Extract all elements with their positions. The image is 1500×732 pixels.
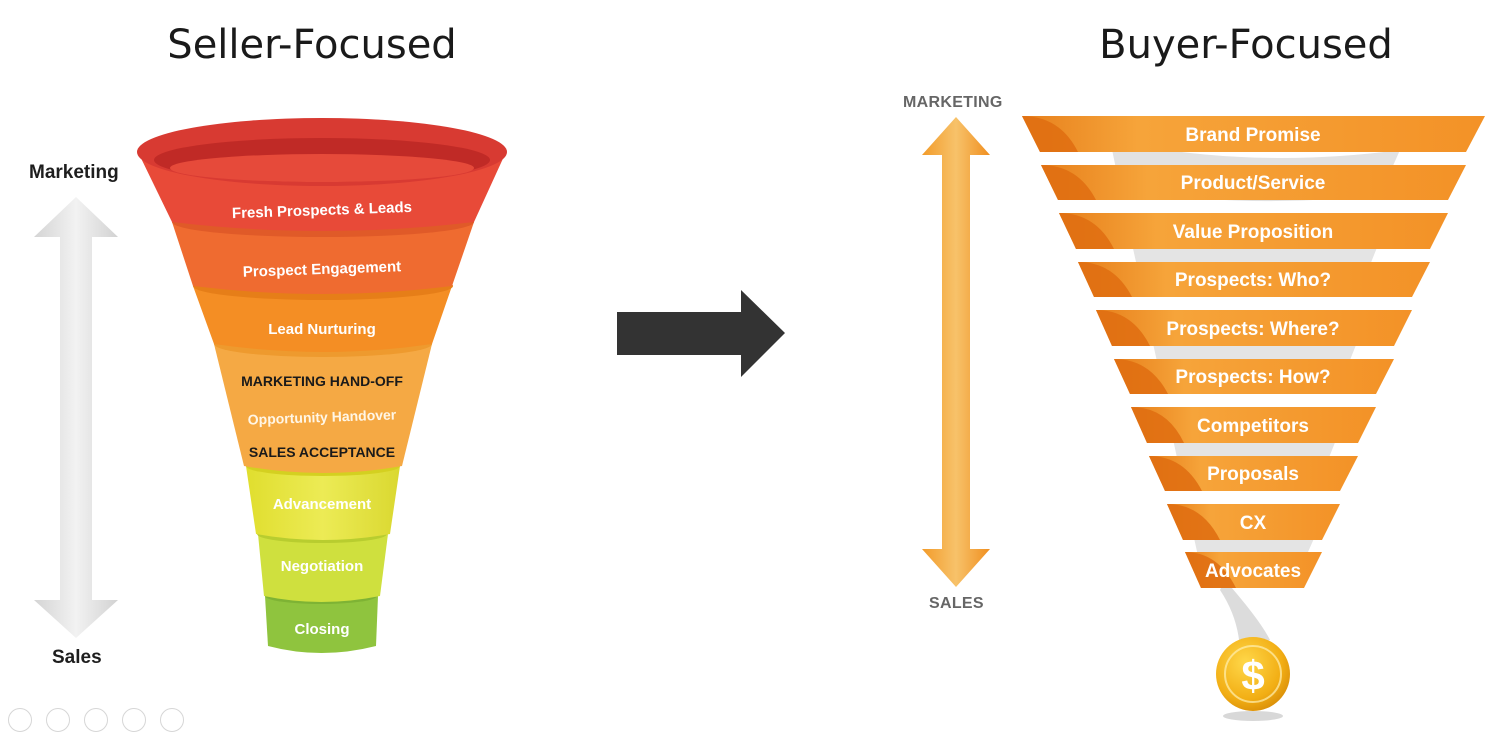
buyer-step-band — [1078, 262, 1430, 297]
dollar-coin-icon — [1216, 637, 1290, 711]
toolbar-circle-icon[interactable] — [122, 708, 146, 732]
buyer-focused-title: Buyer-Focused — [1099, 22, 1393, 68]
buyer-step-label: Competitors — [1197, 416, 1309, 437]
buyer-step-band — [1131, 407, 1376, 443]
buyer-funnel: Brand Promise Product/Service Value Prop… — [1022, 116, 1485, 721]
buyer-step-label: Prospects: Where? — [1166, 319, 1339, 340]
buyer-step-band — [1022, 116, 1485, 152]
funnel-stage-handoff — [214, 344, 432, 473]
seller-axis-top-label: Marketing — [29, 162, 119, 183]
buyer-step-label: Brand Promise — [1185, 125, 1320, 146]
seller-stage-label: Opportunity Handover — [247, 406, 397, 427]
right-arrow-icon — [617, 290, 785, 377]
seller-stage-label: Negotiation — [281, 558, 364, 575]
buyer-step-band — [1114, 359, 1394, 394]
buyer-step-label: Prospects: How? — [1175, 367, 1330, 388]
buyer-step-label: Advocates — [1205, 561, 1301, 582]
seller-stage-label: MARKETING HAND-OFF — [241, 373, 403, 389]
seller-stage-label: SALES ACCEPTANCE — [249, 444, 395, 460]
funnel-stage-closing — [265, 596, 378, 653]
slide-toolbar — [8, 708, 184, 732]
seller-stage-label: Fresh Prospects & Leads — [232, 199, 413, 222]
funnel-stage-negotiation — [258, 534, 388, 602]
toolbar-circle-icon[interactable] — [160, 708, 184, 732]
seller-stage-label: Advancement — [273, 496, 371, 513]
buyer-step-band — [1096, 310, 1412, 346]
buyer-axis-top-label: MARKETING — [903, 94, 1003, 111]
buyer-step-label: Proposals — [1207, 464, 1299, 485]
buyer-step-label: Value Proposition — [1173, 222, 1333, 243]
buyer-step-band — [1041, 165, 1466, 200]
funnel-stage-lead-nurturing — [193, 286, 452, 352]
coin-dollar-symbol: $ — [1241, 652, 1264, 699]
seller-stage-label: Prospect Engagement — [243, 258, 402, 281]
toolbar-circle-icon[interactable] — [84, 708, 108, 732]
toolbar-circle-icon[interactable] — [8, 708, 32, 732]
seller-stage-label: Lead Nurturing — [268, 321, 376, 338]
funnel-stage-engagement — [172, 222, 474, 294]
seller-stage-label: Closing — [295, 621, 350, 638]
seller-double-arrow-icon — [34, 197, 118, 638]
buyer-step-label: CX — [1240, 513, 1267, 534]
funnel-stage-advancement — [246, 466, 400, 540]
buyer-double-arrow-icon — [922, 117, 990, 587]
buyer-step-band — [1059, 213, 1448, 249]
buyer-step-label: Prospects: Who? — [1175, 270, 1331, 291]
buyer-step-band — [1149, 456, 1358, 491]
toolbar-circle-icon[interactable] — [46, 708, 70, 732]
buyer-axis-bottom-label: SALES — [929, 595, 984, 612]
seller-funnel: Fresh Prospects & Leads Prospect Engagem… — [137, 118, 507, 653]
seller-focused-title: Seller-Focused — [167, 22, 457, 68]
seller-axis-bottom-label: Sales — [52, 647, 102, 668]
buyer-step-label: Product/Service — [1181, 173, 1326, 194]
